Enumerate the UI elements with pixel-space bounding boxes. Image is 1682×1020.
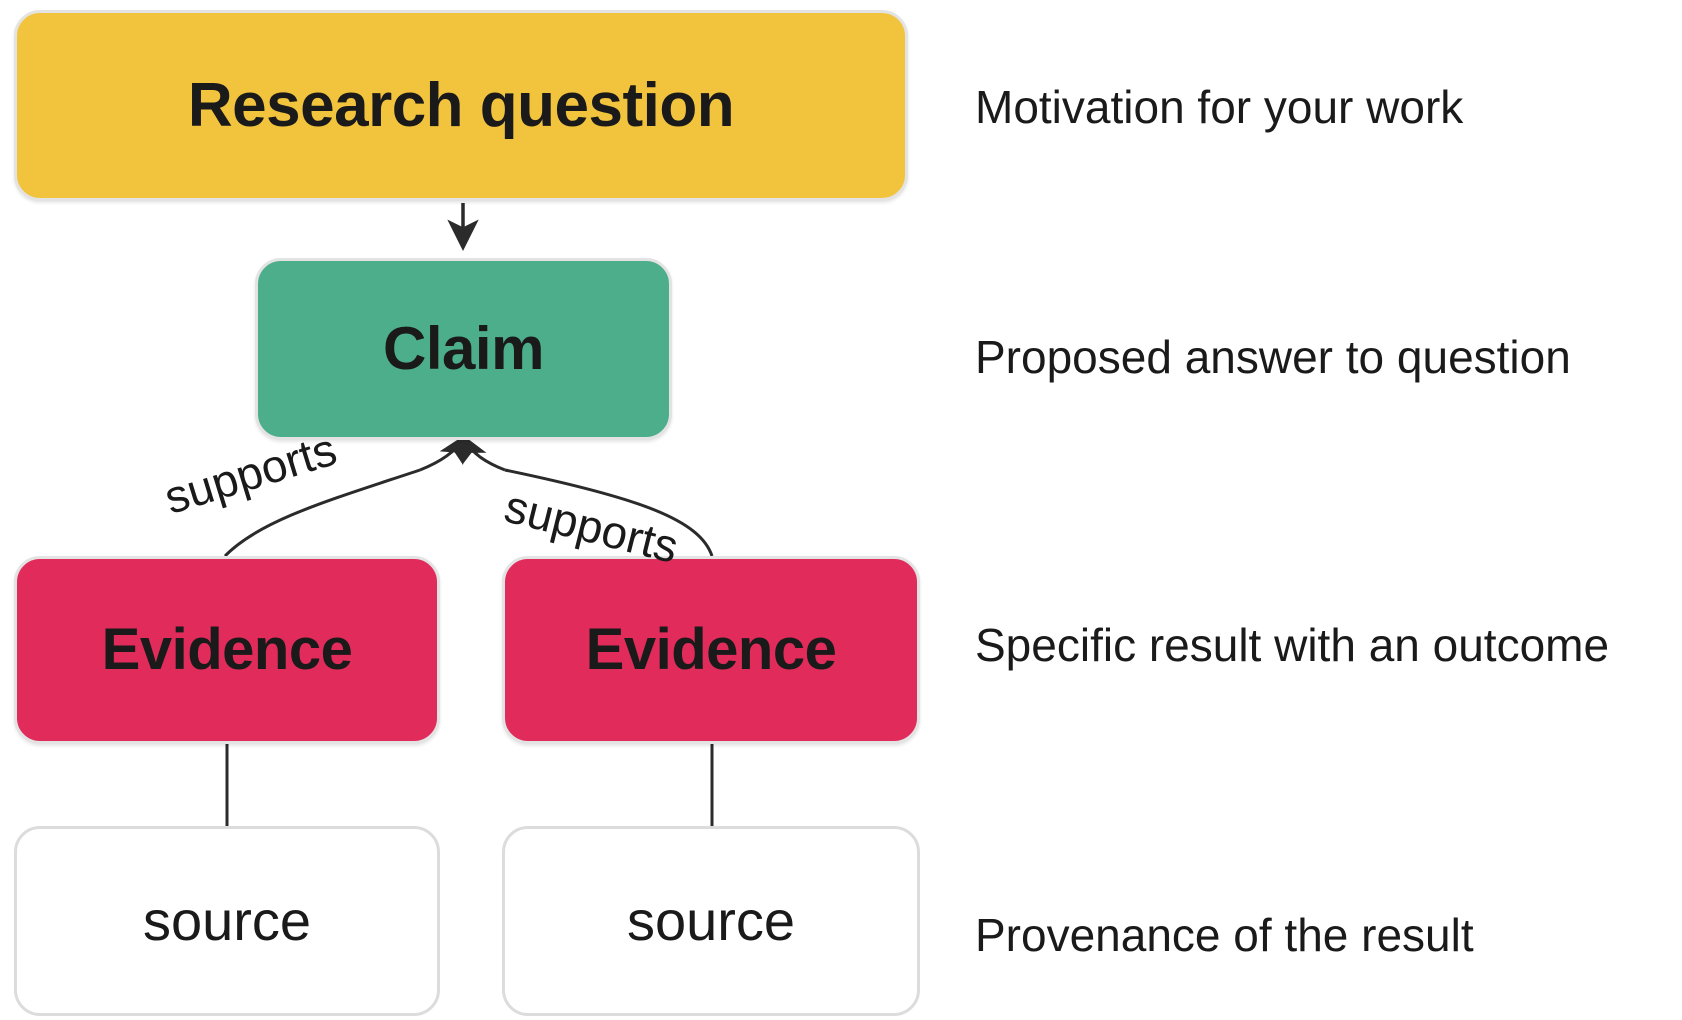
node-claim[interactable]: Claim [255, 258, 672, 440]
node-evidence-right[interactable]: Evidence [502, 556, 920, 744]
edge-label-supports-left: supports [158, 422, 343, 524]
node-source-right-label: source [626, 889, 796, 952]
node-research-question[interactable]: Research question [14, 10, 908, 201]
description-research-question: Motivation for your work [975, 81, 1464, 133]
node-claim-label: Claim [383, 315, 544, 382]
description-source: Provenance of the result [975, 909, 1474, 961]
node-evidence-left-label: Evidence [101, 617, 353, 682]
node-evidence-right-label: Evidence [585, 617, 837, 682]
node-evidence-left[interactable]: Evidence [14, 556, 440, 744]
description-evidence: Specific result with an outcome [975, 619, 1610, 671]
node-research-question-label: Research question [187, 70, 735, 140]
node-source-left[interactable]: source [14, 826, 440, 1016]
node-source-right[interactable]: source [502, 826, 920, 1016]
description-claim: Proposed answer to question [975, 331, 1571, 383]
node-source-left-label: source [142, 889, 312, 952]
